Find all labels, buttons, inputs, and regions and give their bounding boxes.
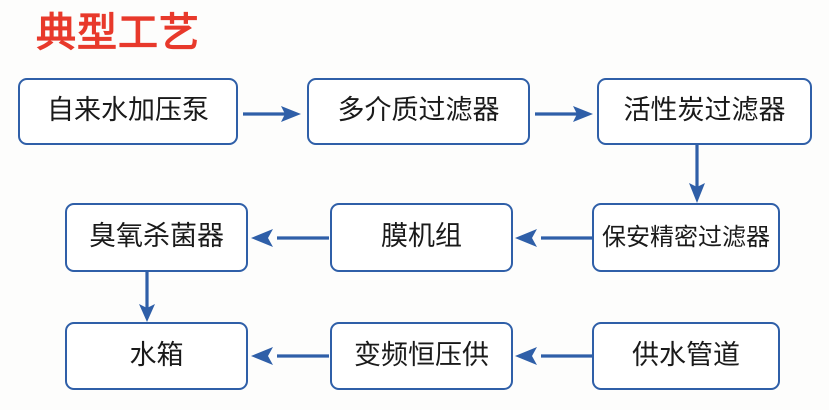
process-node-multimedia-filter[interactable]: 多介质过滤器 — [307, 78, 530, 145]
page-title: 典型工艺 — [36, 10, 200, 56]
node-label: 膜机组 — [381, 221, 462, 252]
process-node-activated-carbon-filter[interactable]: 活性炭过滤器 — [597, 78, 812, 145]
process-node-ozone-sterilizer[interactable]: 臭氧杀菌器 — [65, 203, 248, 272]
node-label: 变频恒压供 — [354, 339, 489, 371]
arrow-left-membrane-to-ozone — [251, 227, 329, 249]
arrow-down-ozone-to-water-tank — [136, 272, 158, 324]
process-node-vfd-constant-pressure-supply[interactable]: 变频恒压供 — [330, 322, 513, 390]
arrow-left-security-filter-to-membrane — [515, 227, 593, 249]
arrow-right-raw-water-to-multimedia — [243, 103, 303, 125]
process-node-security-precision-filter[interactable]: 保安精密过滤器 — [592, 203, 780, 272]
node-label: 保安精密过滤器 — [602, 222, 770, 251]
process-node-membrane-unit[interactable]: 膜机组 — [330, 203, 513, 272]
node-label: 臭氧杀菌器 — [89, 221, 224, 252]
process-node-water-supply-pipeline[interactable]: 供水管道 — [592, 322, 780, 390]
arrow-down-carbon-to-security-filter — [686, 145, 708, 205]
node-label: 水箱 — [129, 339, 184, 371]
node-label: 多介质过滤器 — [337, 95, 500, 126]
arrow-left-pipeline-to-vfd-supply — [515, 345, 593, 367]
process-node-raw-water-booster-pump[interactable]: 自来水加压泵 — [18, 78, 238, 145]
node-label: 供水管道 — [632, 339, 740, 371]
process-node-water-tank[interactable]: 水箱 — [65, 322, 248, 390]
arrow-left-vfd-supply-to-water-tank — [251, 345, 329, 367]
arrow-right-multimedia-to-carbon — [535, 103, 595, 125]
node-label: 活性炭过滤器 — [623, 95, 786, 126]
node-label: 自来水加压泵 — [47, 95, 209, 126]
